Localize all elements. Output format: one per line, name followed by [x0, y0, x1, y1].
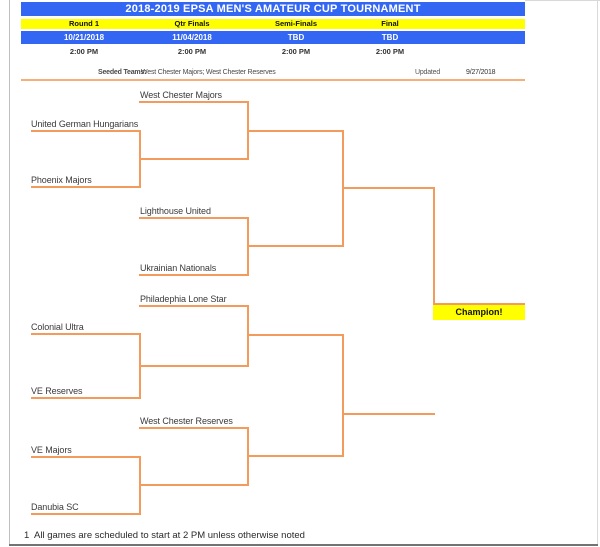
bracket-line [139, 365, 249, 367]
col-qtrfinals-label: Qtr Finals [174, 19, 210, 28]
col-semifinals-label: Semi-Finals [274, 19, 318, 28]
team-ukrainian-nationals: Ukrainian Nationals [140, 263, 217, 273]
bracket-line [31, 513, 141, 515]
updated-date: 9/27/2018 [466, 69, 496, 76]
bracket-line [31, 456, 141, 458]
col-round1-date: 10/21/2018 [63, 33, 105, 42]
bracket-line [31, 397, 141, 399]
bracket-line [433, 187, 435, 305]
team-ve-majors: VE Majors [31, 445, 72, 455]
updated-label: Updated [415, 69, 441, 76]
bracket-line [31, 186, 141, 188]
bracket-line [139, 427, 249, 429]
bracket-line [139, 274, 249, 276]
team-colonial-ultra: Colonial Ultra [31, 322, 84, 332]
bracket-line [139, 305, 249, 307]
team-united-german-hungarians: United German Hungarians [31, 119, 139, 129]
col-qtrfinals-date: 11/04/2018 [172, 33, 212, 42]
bracket-line [247, 130, 344, 132]
team-phoenix-majors: Phoenix Majors [31, 175, 92, 185]
round-header-row: Round 1 Qtr Finals Semi-Finals Final [21, 19, 525, 29]
header-divider-line [21, 79, 525, 81]
bracket-line [247, 455, 344, 457]
bracket-line [247, 334, 344, 336]
footnote: 1 All games are scheduled to start at 2 … [24, 530, 305, 541]
col-semifinals-date: TBD [287, 33, 305, 42]
champion-box: Champion! [433, 303, 525, 320]
bracket-line [31, 130, 141, 132]
seeded-teams-value: West Chester Majors; West Chester Reserv… [141, 69, 276, 76]
col-round1-time: 2:00 PM [69, 47, 99, 56]
col-final-date: TBD [381, 33, 399, 42]
window-left-edge [9, 0, 10, 545]
seeded-teams-label: Seeded Teams: [98, 69, 147, 76]
bracket-line [342, 334, 344, 457]
bracket-line [247, 245, 344, 247]
col-final-time: 2:00 PM [375, 47, 405, 56]
tournament-title: 2018-2019 EPSA MEN'S AMATEUR CUP TOURNAM… [125, 3, 421, 15]
bracket-line [139, 217, 249, 219]
bracket-line [139, 484, 249, 486]
bracket-line [247, 305, 249, 367]
col-round1-label: Round 1 [69, 19, 99, 28]
team-danubia-sc: Danubia SC [31, 502, 79, 512]
window-right-edge [597, 0, 598, 545]
champion-label: Champion! [455, 307, 503, 317]
bracket-line [31, 333, 141, 335]
bracket-line [139, 101, 249, 103]
bracket-line [342, 413, 435, 415]
bracket-line [139, 158, 249, 160]
team-ve-reserves: VE Reserves [31, 386, 83, 396]
tournament-title-bar: 2018-2019 EPSA MEN'S AMATEUR CUP TOURNAM… [21, 2, 525, 16]
time-row: 2:00 PM 2:00 PM 2:00 PM 2:00 PM [21, 46, 525, 57]
date-row: 10/21/2018 11/04/2018 TBD TBD [21, 31, 525, 44]
team-west-chester-reserves: West Chester Reserves [140, 416, 233, 426]
team-lighthouse-united: Lighthouse United [140, 206, 211, 216]
window-top-edge [525, 0, 600, 1]
team-philadelphia-lone-star: Philadephia Lone Star [140, 294, 227, 304]
col-final-label: Final [381, 19, 399, 28]
col-semifinals-time: 2:00 PM [281, 47, 311, 56]
window-bottom-edge [9, 544, 598, 546]
team-west-chester-majors: West Chester Majors [140, 90, 222, 100]
bracket-line [342, 187, 435, 189]
col-qtrfinals-time: 2:00 PM [177, 47, 207, 56]
